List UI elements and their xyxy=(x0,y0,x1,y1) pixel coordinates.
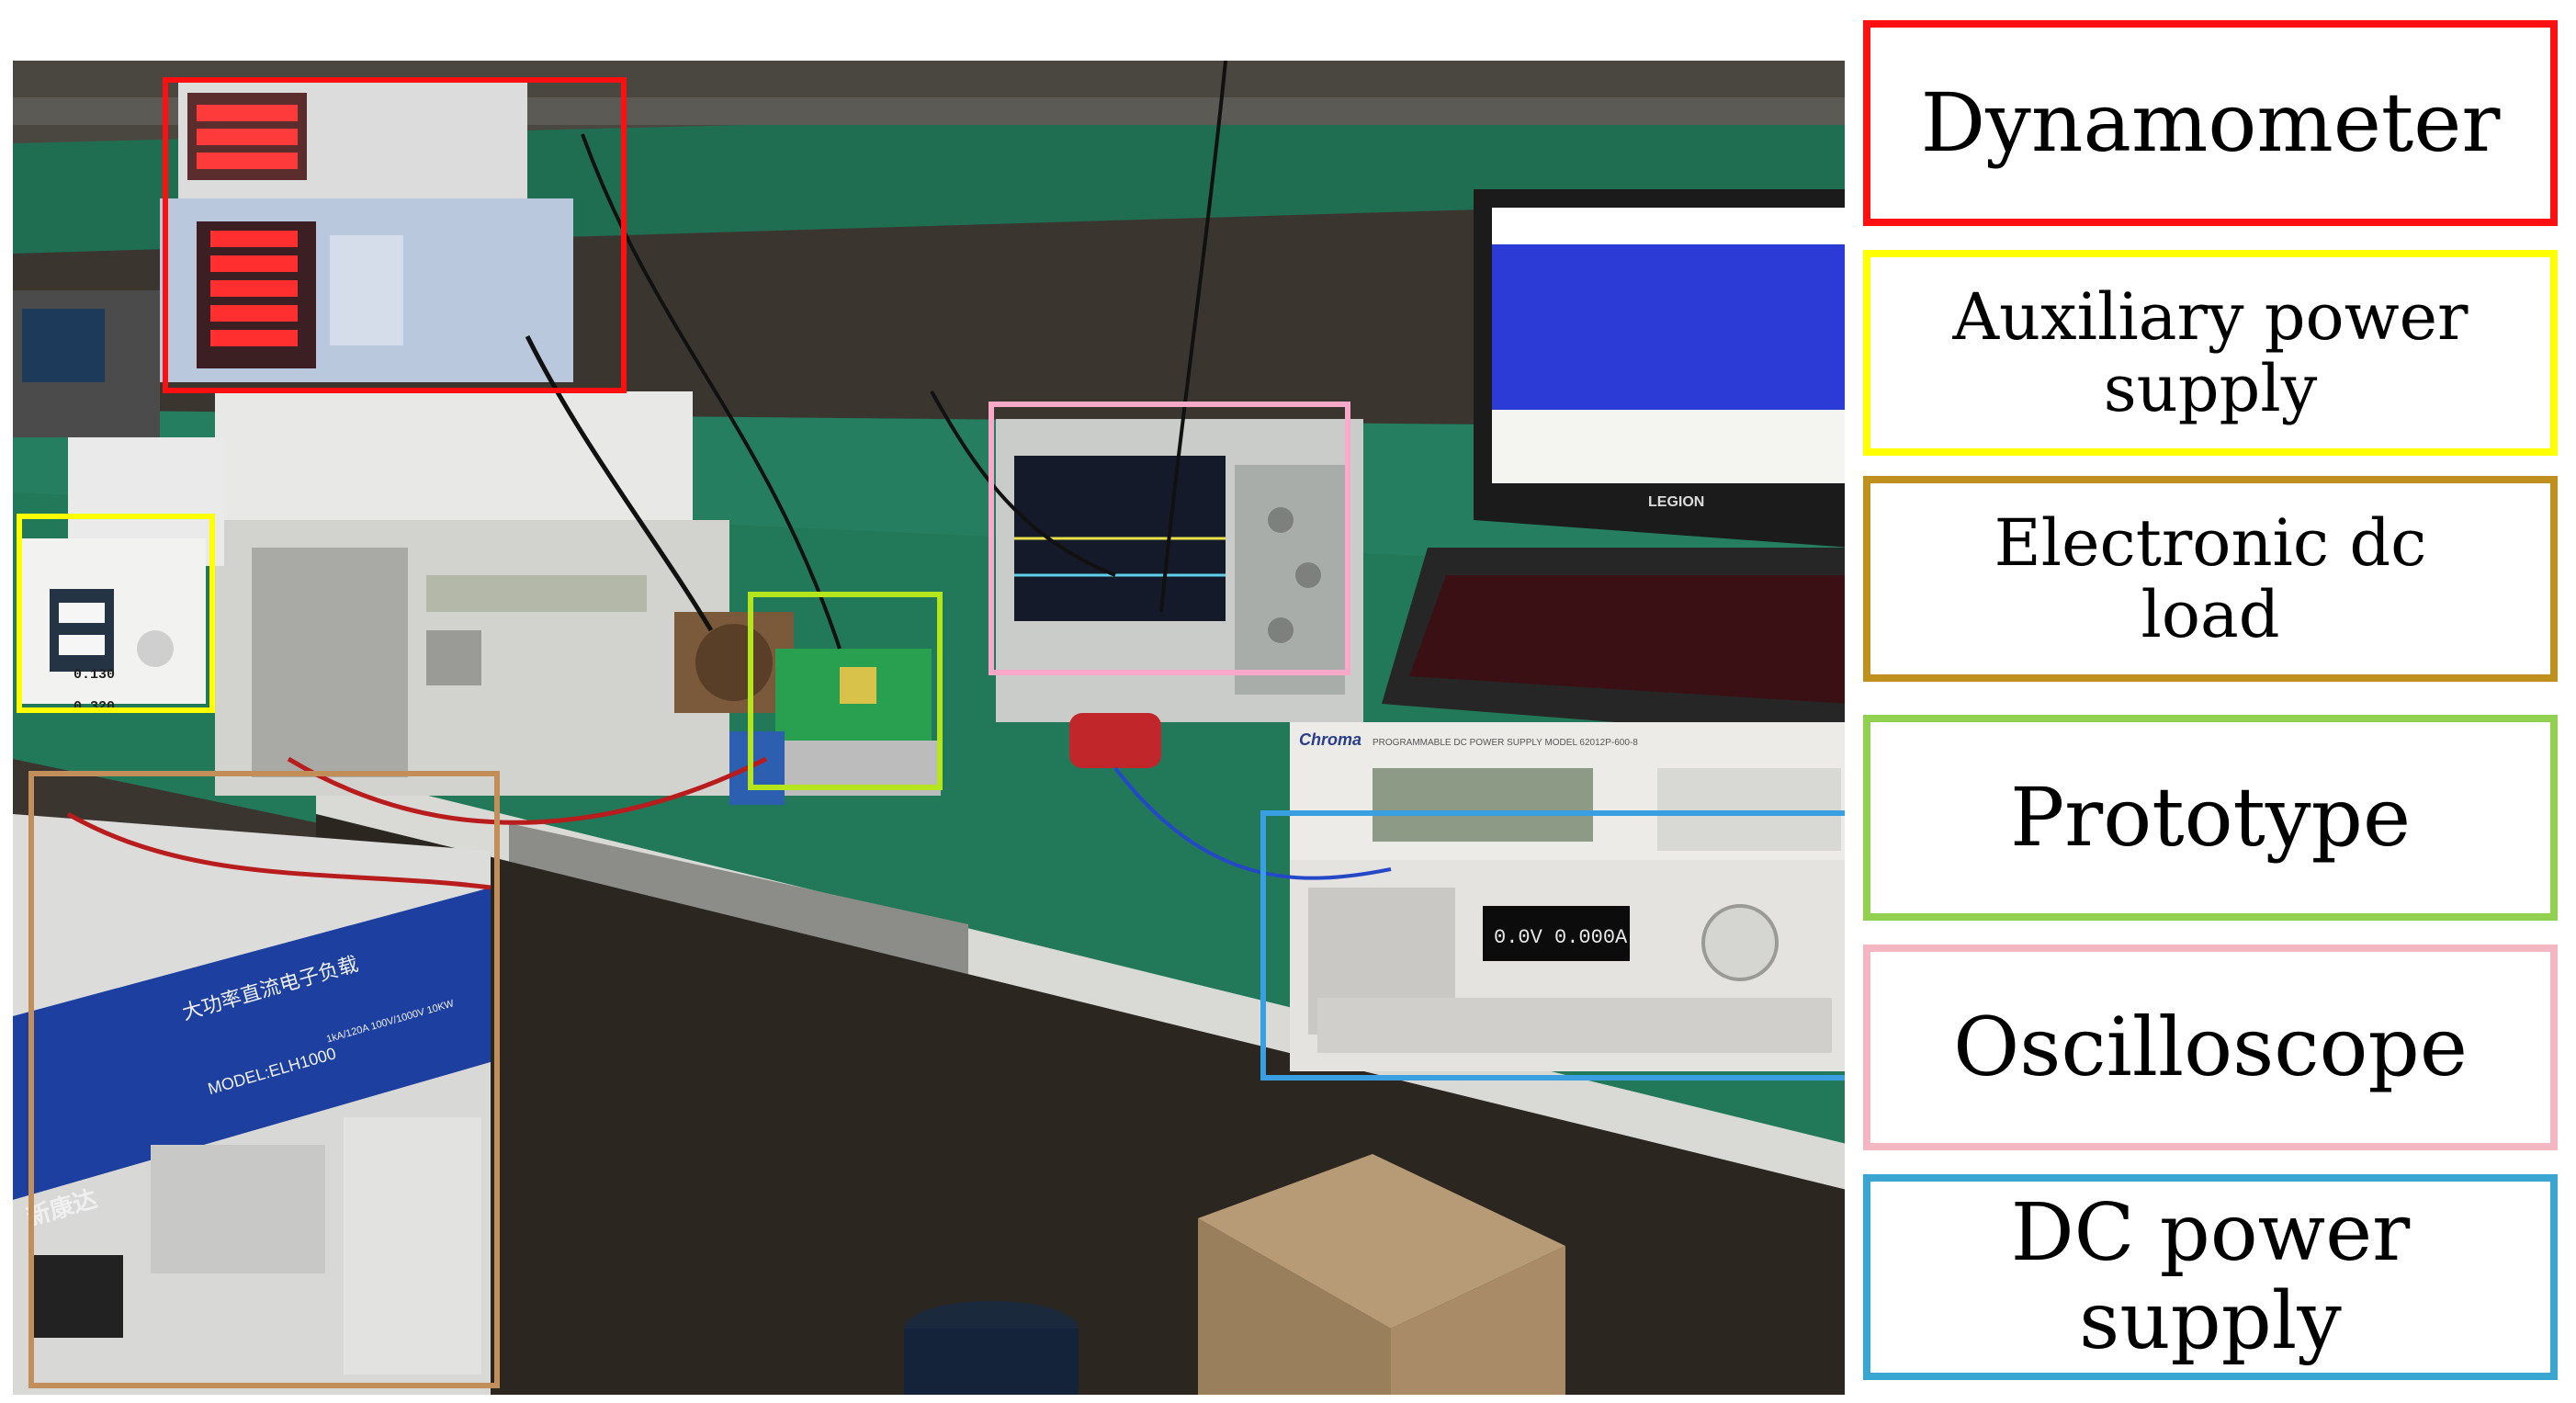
psu-brand-text: Chroma xyxy=(1299,730,1361,749)
psu-model-text: PROGRAMMABLE DC POWER SUPPLY MODEL 62012… xyxy=(1373,738,1638,748)
legend-label: Electronic dc load xyxy=(1994,504,2427,652)
legend-prototype: Prototype xyxy=(1863,715,2558,921)
dynamometer-highlight xyxy=(163,77,627,393)
prototype-highlight xyxy=(748,592,943,790)
electronic-dc-load-highlight xyxy=(28,771,500,1388)
legend-dynamometer: Dynamometer xyxy=(1863,20,2558,226)
psu-readout-text: 0.0V 0.000A xyxy=(1494,926,1628,949)
dc-power-supply-highlight xyxy=(1260,810,1845,1081)
legend-oscilloscope: Oscilloscope xyxy=(1863,945,2558,1150)
legend-label: Oscilloscope xyxy=(1953,999,2468,1094)
legend-label: Auxiliary power supply xyxy=(1952,278,2469,426)
legend-label: Prototype xyxy=(2009,769,2412,865)
legend-label: DC power supply xyxy=(2010,1186,2411,1367)
lab-scene: LEGION Chroma PROGRAMMABLE DC POWER SUPP… xyxy=(13,61,1845,1395)
auxiliary-power-supply-highlight xyxy=(17,514,215,713)
aux-readout-1: 0.130 xyxy=(73,667,116,683)
legend-electronic-dc-load: Electronic dc load xyxy=(1863,476,2558,682)
legend-label: Dynamometer xyxy=(1920,74,2501,170)
legend-dc-power-supply: DC power supply xyxy=(1863,1174,2558,1380)
laptop-brand-text: LEGION xyxy=(1648,494,1704,510)
lab-photo: LEGION Chroma PROGRAMMABLE DC POWER SUPP… xyxy=(13,61,1845,1395)
legend-auxiliary-power-supply: Auxiliary power supply xyxy=(1863,250,2558,456)
oscilloscope-highlight xyxy=(989,402,1350,675)
